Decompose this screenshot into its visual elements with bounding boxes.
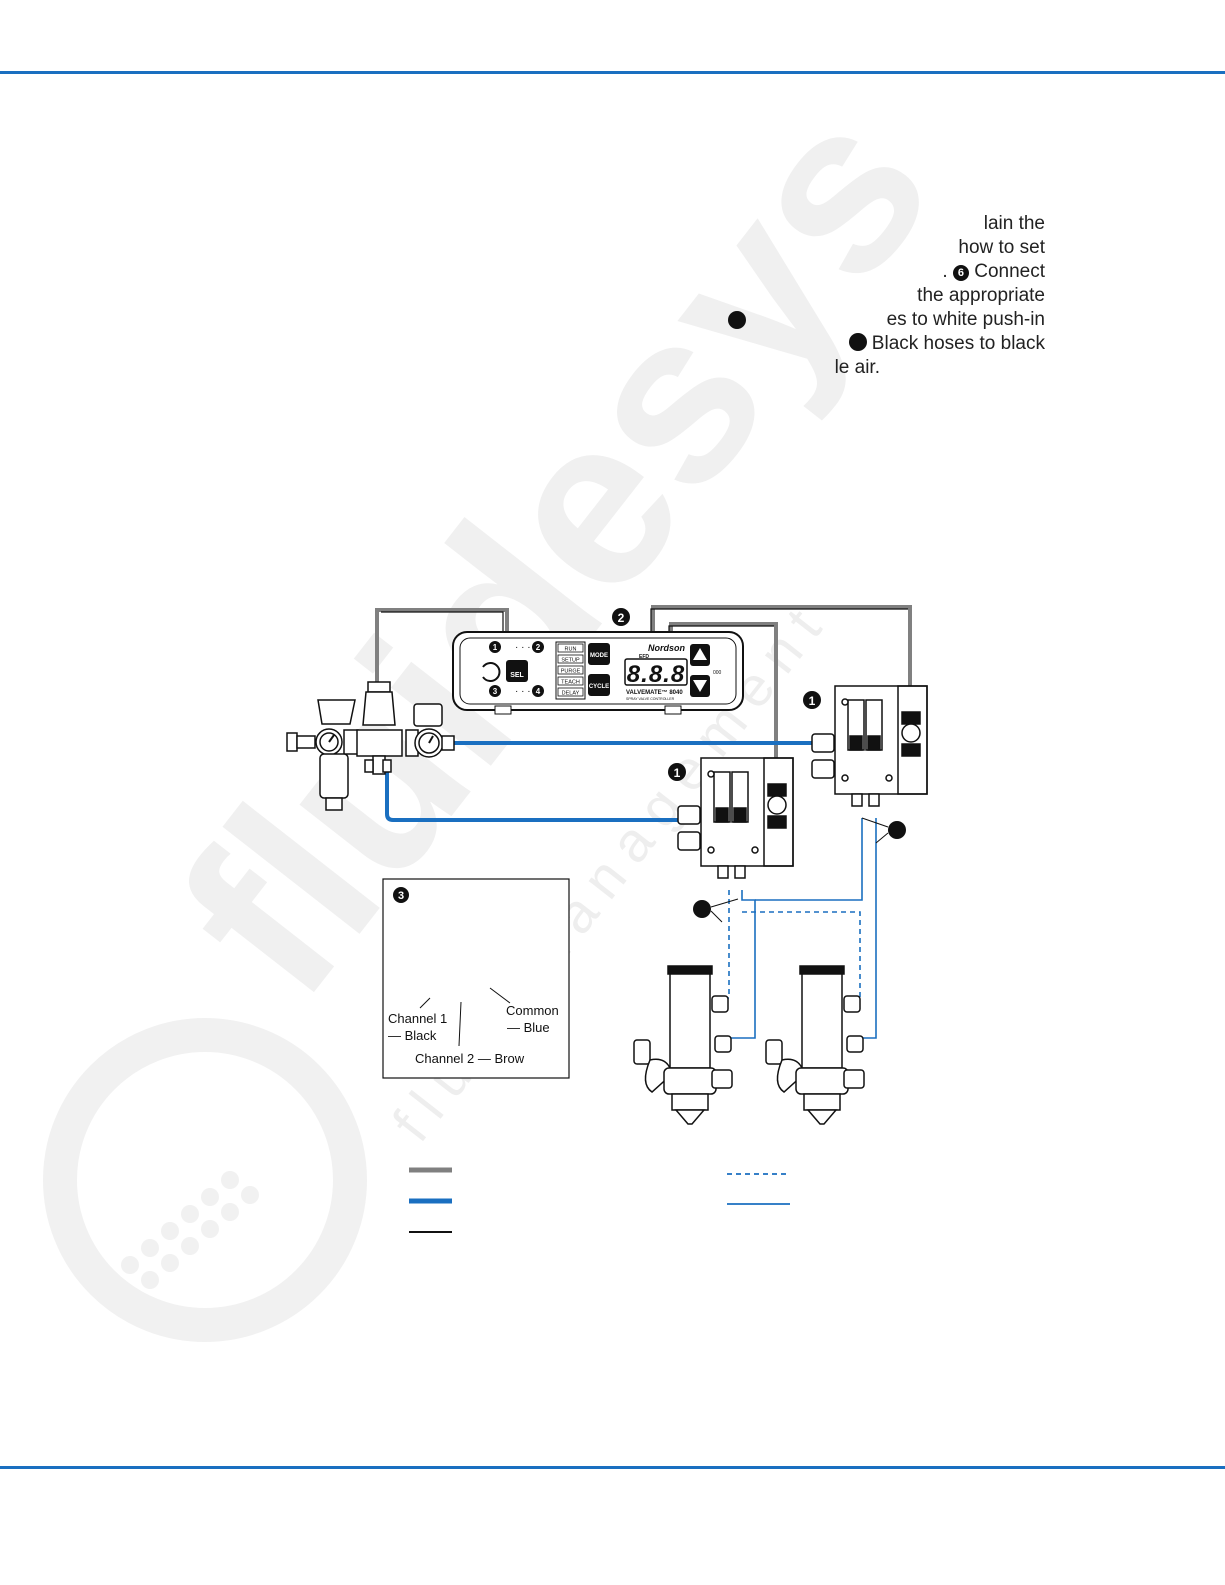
text-line-5: es to white push-in bbox=[727, 308, 1045, 332]
mode-item-box bbox=[557, 665, 584, 675]
channel-1-label: 1 bbox=[493, 643, 498, 652]
text-line-6: Black hoses to black bbox=[835, 332, 1045, 356]
inset-common-color: — Blue bbox=[507, 1020, 550, 1035]
callout-controller: 2 bbox=[618, 611, 625, 625]
top-rule bbox=[0, 71, 1225, 74]
mode-list: RUN SETUP PURGE TEACH DELAY bbox=[555, 641, 586, 700]
led-label: 000 bbox=[713, 670, 722, 676]
efd-logo: EFD bbox=[639, 654, 649, 660]
mode-item-label: DELAY bbox=[562, 691, 580, 697]
mode-item-label: RUN bbox=[565, 647, 577, 653]
legend bbox=[409, 1167, 790, 1233]
cable-group bbox=[375, 605, 912, 790]
bottom-rule bbox=[0, 1466, 1225, 1469]
mode-item-label: SETUP bbox=[561, 658, 580, 664]
sel-button-label: SEL bbox=[510, 672, 524, 679]
callout-inset: 3 bbox=[398, 890, 404, 902]
up-arrow-icon bbox=[693, 648, 707, 660]
down-arrow-icon bbox=[693, 680, 707, 692]
channel-3-label: 3 bbox=[493, 687, 498, 696]
display-window bbox=[624, 658, 688, 686]
air-hose-group bbox=[385, 741, 812, 822]
line-valve-right-dashed bbox=[755, 818, 863, 901]
nordson-logo: Nordson bbox=[648, 643, 686, 653]
mode-button[interactable] bbox=[588, 643, 610, 665]
text-line-1: lain the bbox=[983, 213, 1045, 234]
line-valve-left-dashed bbox=[722, 890, 730, 999]
text-line-7: le air. bbox=[834, 357, 880, 378]
model-label: VALVEMATE™ 8040 bbox=[626, 689, 683, 696]
cable-controller-to-valve-left bbox=[669, 622, 778, 790]
channel-2-label: 2 bbox=[536, 643, 541, 652]
callout-dot-icon bbox=[848, 333, 867, 351]
inset-channel1-color: — Black bbox=[388, 1028, 437, 1043]
text-line-5-text: es to white push-in bbox=[886, 309, 1045, 330]
channel-4-label: 4 bbox=[536, 687, 541, 696]
mode-item-label: TEACH bbox=[561, 680, 580, 686]
text-line-6-text: Black hoses to black bbox=[871, 333, 1045, 354]
filter-regulator-assembly bbox=[286, 681, 455, 811]
text-line-3: . 6 Connect bbox=[835, 260, 1045, 284]
text-line-3-start: . bbox=[942, 261, 953, 282]
callout-valve-left: 1 bbox=[674, 766, 681, 780]
channel-dots: · · · · bbox=[515, 686, 537, 697]
sel-button[interactable] bbox=[506, 660, 528, 682]
callout-6-icon: 6 bbox=[952, 265, 969, 281]
cable-controller-to-valve-right bbox=[651, 605, 912, 710]
spray-valve-left bbox=[633, 965, 733, 1125]
leader-dots bbox=[693, 817, 906, 923]
cycle-button[interactable] bbox=[588, 674, 610, 696]
mode-item-box bbox=[557, 687, 584, 697]
valve-manifold-right bbox=[811, 685, 928, 807]
text-line-3-tail: Connect bbox=[968, 261, 1045, 282]
valvemate-controller: SEL 1 · · · · 2 3 · · · · 4 RUN SETUP PURG… bbox=[452, 631, 744, 715]
inset-channel2: Channel 2 — Brow bbox=[415, 1051, 525, 1066]
air-hose-to-valve-left bbox=[385, 770, 680, 822]
text-line-2: how to set bbox=[958, 237, 1045, 258]
cycle-arrow-icon bbox=[482, 662, 501, 682]
inset-common: Common bbox=[506, 1003, 559, 1018]
instruction-text: lain the how to set . 6 Connect the appr… bbox=[727, 212, 1045, 380]
line-valve-right-solid bbox=[863, 818, 877, 1039]
callout-dot-icon bbox=[727, 311, 746, 329]
valve-manifold-left bbox=[677, 757, 794, 879]
callout-valve-right: 1 bbox=[809, 694, 816, 708]
cycle-button-label: CYCLE bbox=[589, 684, 609, 690]
seven-segment-display: 8.8.8 bbox=[627, 661, 685, 688]
mode-item-box bbox=[557, 643, 584, 653]
model-sub-label: SPRAY VALVE CONTROLLER bbox=[626, 697, 675, 701]
channel-dots: · · · · bbox=[515, 642, 537, 653]
cable-controller-to-regulator bbox=[375, 608, 509, 682]
spray-valve-right bbox=[765, 965, 865, 1125]
inset-channel1: Channel 1 bbox=[388, 1011, 447, 1026]
mode-button-label: MODE bbox=[590, 653, 608, 659]
mode-item-label: PURGE bbox=[561, 669, 581, 675]
text-line-4: the appropriate bbox=[917, 285, 1045, 306]
mode-item-box bbox=[557, 676, 584, 686]
line-valve-left-solid bbox=[728, 890, 756, 1039]
inset-detail: 3 Channel 1 — Black Common — Blue Channe… bbox=[382, 878, 570, 1079]
mode-item-box bbox=[557, 654, 584, 664]
